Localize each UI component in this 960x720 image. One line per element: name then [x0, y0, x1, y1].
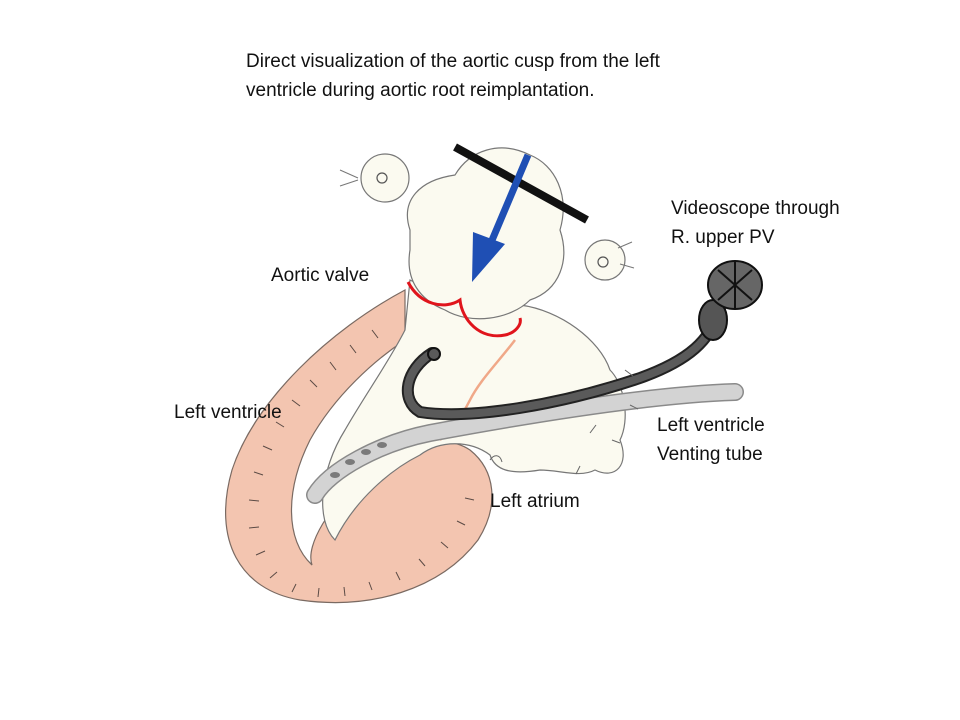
aortic-valve-cusps [406, 281, 522, 338]
aortic-root [406, 147, 565, 320]
aortic-cross-clamp [453, 143, 589, 224]
videoscope-tip [427, 347, 441, 361]
coronary-button-left [339, 153, 410, 203]
label-videoscope-line2: R. upper PV [671, 227, 775, 248]
label-aortic-valve: Aortic valve [271, 265, 370, 286]
left-ventricle-wall [224, 288, 493, 604]
videoscope-handle [698, 260, 763, 341]
title-line-1: Direct visualization of the aortic cusp … [246, 51, 660, 72]
wall-hatching [248, 329, 475, 598]
tissue-marks [489, 369, 639, 475]
vent-holes [330, 442, 387, 478]
label-left-ventricle: Left ventricle [174, 402, 282, 423]
view-direction-arrow [472, 153, 532, 282]
label-vent-line1: Left ventricle [657, 415, 765, 436]
label-videoscope-line1: Videoscope through [671, 198, 840, 219]
label-left-atrium: Left atrium [490, 491, 580, 512]
title-line-2: ventricle during aortic root reimplantat… [246, 80, 595, 101]
diagram-title: Direct visualization of the aortic cusp … [246, 47, 806, 105]
label-vent-line2: Venting tube [657, 444, 763, 465]
coronary-button-right [584, 239, 635, 281]
